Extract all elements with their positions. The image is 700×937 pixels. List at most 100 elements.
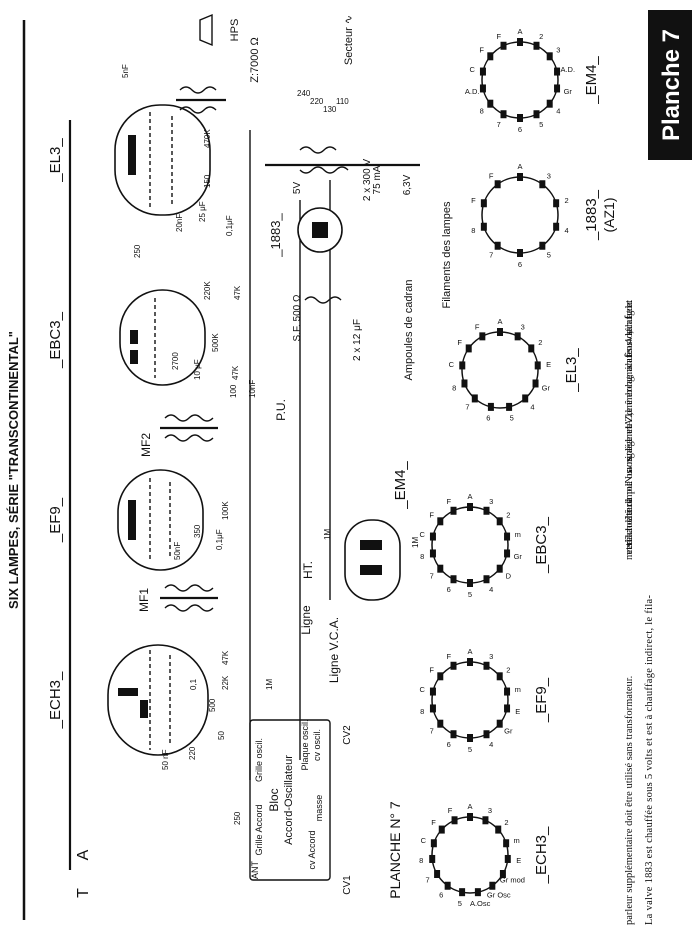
- socket-pin: [517, 249, 523, 257]
- bloc-grille-oscil: Grille oscil.: [254, 738, 264, 782]
- socket-pin-label: 8: [419, 856, 423, 865]
- socket-pin: [467, 503, 473, 511]
- socket-pin-label: 8: [420, 552, 424, 561]
- transformer-mf1: MF1: [137, 584, 218, 612]
- component-value: 47K: [233, 285, 242, 300]
- pu-label: P.U.: [274, 399, 288, 421]
- socket-pin-label: 2: [538, 338, 542, 347]
- socket-pin: [497, 328, 503, 336]
- socket-pin: [429, 687, 436, 696]
- socket-pin-label: F: [496, 32, 501, 41]
- tube-ebc3: _EBC3_: [47, 289, 206, 386]
- socket-pin-label: A: [497, 317, 502, 326]
- socket-pin-label: 7: [430, 727, 434, 736]
- socket-pin-label: 3: [488, 806, 492, 815]
- socket-pin: [471, 394, 478, 403]
- socket-pin: [504, 854, 511, 863]
- socket-pin-label: 6: [447, 740, 451, 749]
- component-value: 50 nF: [161, 749, 170, 770]
- socket-pin: [437, 672, 444, 681]
- socket-pin-label: 4: [489, 740, 493, 749]
- socket-pin-label: A: [517, 27, 522, 36]
- socket-pin: [489, 881, 496, 890]
- socket-pin-label: 5: [539, 120, 543, 129]
- socket-pin: [554, 67, 561, 76]
- component-value: 500: [208, 698, 217, 712]
- socket-pin-label: 5: [510, 414, 514, 423]
- tube-ef9-label: _EF9_: [47, 497, 64, 543]
- socket-pin-label: D: [506, 572, 512, 581]
- socket-pin: [480, 222, 487, 231]
- socket-pin-label: 7: [425, 876, 429, 885]
- component-value: 220K: [203, 281, 212, 300]
- socket-pin-label: C: [449, 360, 455, 369]
- component-value: 0,1μF: [225, 215, 234, 236]
- socket-pin-label: 2: [539, 32, 543, 41]
- socket-pin: [504, 549, 511, 558]
- text-col2: ment est relié à la cathode à l'intérieu…: [624, 300, 635, 560]
- socket-pin: [429, 704, 436, 713]
- component-value: 100: [229, 384, 238, 398]
- socket-ring: [481, 41, 559, 119]
- socket-pin-label: C: [420, 530, 426, 539]
- socket-pin: [517, 114, 523, 122]
- socket-pin: [482, 816, 489, 825]
- socket-pin-label: 2: [565, 196, 569, 205]
- socket-pin: [483, 661, 490, 670]
- socket-pin-label: 8: [420, 707, 424, 716]
- socket-pin-label: m: [515, 530, 521, 539]
- tube-el3-label: _EL3_: [47, 138, 64, 183]
- component-value: 2700: [171, 352, 180, 370]
- hv-winding-label: 2 x 300 V: [362, 159, 373, 202]
- output-transformer: HPS Z:7000 Ω: [176, 13, 261, 114]
- component-value: 25 μF: [198, 201, 207, 222]
- plate-badge-label: Planche 7: [658, 29, 685, 141]
- socket-pin: [499, 870, 506, 878]
- socket-pin: [496, 719, 503, 728]
- socket-pin-label: 7: [430, 572, 434, 581]
- tube-1883: _1883_: [268, 207, 343, 258]
- mf1-label: MF1: [137, 588, 151, 612]
- tap-240: 240: [297, 89, 311, 98]
- component-value: 50nF: [173, 542, 182, 560]
- socket-pin: [467, 734, 473, 742]
- socket-name: _EM4_: [583, 56, 600, 105]
- socket-pin-label: F: [446, 497, 451, 506]
- socket-pin-label: m: [513, 836, 519, 845]
- power-transformer: Secteur ∿ 2 x 300 V 75 mA 5V 6,3V 240 22…: [265, 15, 420, 201]
- socket-pin: [534, 361, 541, 370]
- socket-pin-label: 4: [565, 226, 569, 235]
- socket-pin-label: A.D.: [465, 87, 480, 96]
- socket-name: _ECH3_: [533, 826, 550, 884]
- antenna-label: A: [75, 849, 92, 860]
- socket-ring: [431, 661, 509, 739]
- article-text: parleur supplémentaire doit être utilisé…: [624, 300, 655, 925]
- tap-220: 220: [310, 97, 324, 106]
- socket-pin: [430, 839, 437, 848]
- component-value: 50: [217, 731, 226, 740]
- socket-pin: [514, 332, 521, 341]
- component-value: 250: [233, 811, 242, 825]
- fil-5v-label: 5V: [292, 182, 303, 195]
- socket-pin-label: Gr: [504, 727, 513, 736]
- socket-pin: [554, 84, 561, 93]
- socket-pin-label: F: [446, 652, 451, 661]
- socket-pin-label: C: [420, 685, 426, 694]
- component-value: 20nF: [175, 214, 184, 232]
- component-value: 250: [133, 244, 142, 258]
- socket-pin-label: A.Osc: [470, 899, 491, 908]
- socket-pin: [450, 575, 457, 584]
- socket-subname: (AZ1): [601, 198, 617, 233]
- socket-pin-label: 4: [556, 107, 560, 116]
- ht-label: HT.: [301, 561, 315, 579]
- socket-pin-label: 4: [489, 585, 493, 594]
- component-value: 1M: [265, 679, 274, 690]
- socket-pin: [533, 41, 540, 50]
- socket-pin-label: 5: [468, 745, 472, 754]
- socket-pin-label: 3: [489, 652, 493, 661]
- secteur-label: Secteur ∿: [343, 15, 355, 65]
- socket-pin-label: A: [517, 162, 522, 171]
- socket-pin-label: 3: [547, 171, 551, 180]
- cv2-label: CV2: [342, 725, 353, 745]
